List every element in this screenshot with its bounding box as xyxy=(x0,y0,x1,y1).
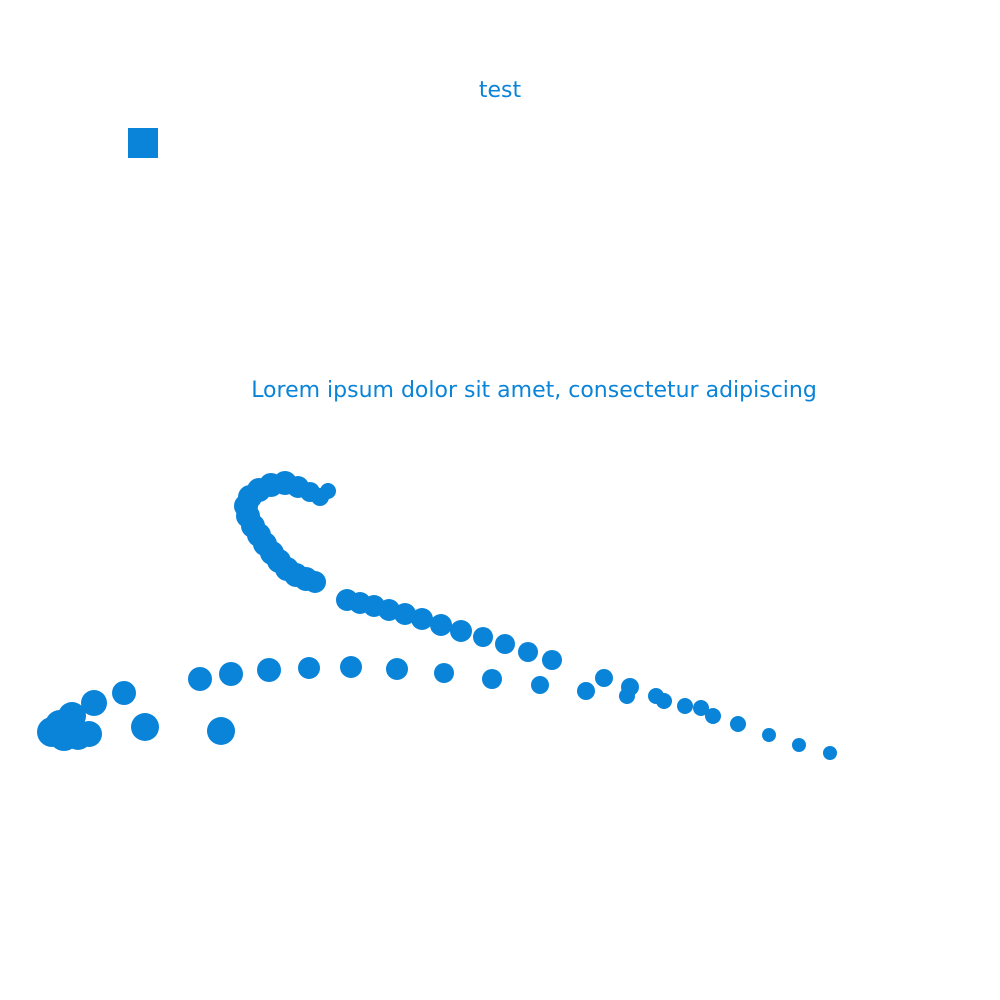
trail-dot xyxy=(298,657,320,679)
trail-dot xyxy=(76,721,102,747)
trail-dot xyxy=(411,608,433,630)
trail-dot xyxy=(762,728,776,742)
trail-dot xyxy=(131,713,159,741)
trail-dot xyxy=(619,688,635,704)
trail-dot xyxy=(693,700,709,716)
trail-dot xyxy=(595,669,613,687)
trail-dot xyxy=(394,603,416,625)
trail-dot xyxy=(482,669,502,689)
trail-dot xyxy=(518,642,538,662)
trail-dot xyxy=(656,693,672,709)
trail-dot xyxy=(304,571,326,593)
lorem-text: Lorem ipsum dolor sit amet, consectetur … xyxy=(251,378,817,403)
trail-dot xyxy=(542,650,562,670)
trail-dot xyxy=(340,656,362,678)
trail-dot xyxy=(730,716,746,732)
trail-dot xyxy=(386,658,408,680)
trail-dot xyxy=(207,717,235,745)
blue-square-icon xyxy=(128,128,158,158)
trail-dot xyxy=(450,620,472,642)
trail-dot xyxy=(705,708,721,724)
trail-dot xyxy=(823,746,837,760)
trail-dot xyxy=(188,667,212,691)
trail-dot xyxy=(495,634,515,654)
trail-dot xyxy=(257,658,281,682)
trail-dot xyxy=(677,698,693,714)
trail-dot xyxy=(577,682,595,700)
trail-dot xyxy=(81,690,107,716)
trail-dot xyxy=(473,627,493,647)
trail-dot xyxy=(219,662,243,686)
title-text: test xyxy=(478,78,522,103)
trail-dot xyxy=(792,738,806,752)
trail-dot xyxy=(112,681,136,705)
trail-dot xyxy=(531,676,549,694)
trail-dot xyxy=(434,663,454,683)
trail-dot xyxy=(430,614,452,636)
